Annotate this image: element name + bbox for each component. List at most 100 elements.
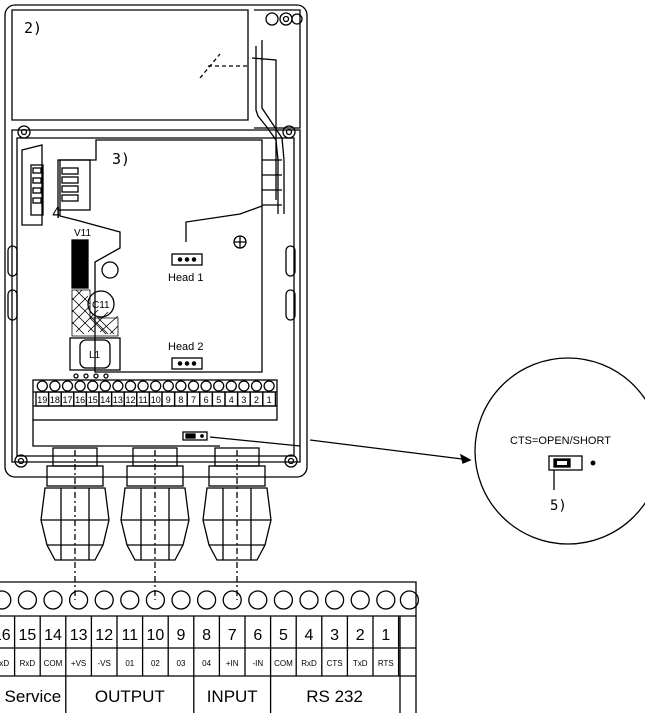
strip-terminal-screw bbox=[145, 590, 166, 610]
corner-screw-tr bbox=[282, 125, 296, 139]
board-terminal-screw bbox=[162, 380, 174, 392]
strip-terminal-number: 4 bbox=[305, 627, 314, 644]
strip-group-label: Service bbox=[5, 687, 62, 706]
board-terminal-number: 1 bbox=[267, 395, 272, 405]
strip-terminal-number: 1 bbox=[381, 627, 390, 644]
component-c11: C11 bbox=[92, 300, 110, 311]
strip-terminal-number: 3 bbox=[330, 627, 339, 644]
board-terminal-screw bbox=[175, 380, 187, 392]
strip-signal-label: RTS bbox=[378, 659, 394, 668]
corner-screw-tl bbox=[17, 125, 31, 139]
strip-terminal-screw bbox=[0, 590, 12, 610]
pcb-board bbox=[30, 139, 263, 441]
detail-leader bbox=[309, 439, 472, 464]
board-terminal-number: 4 bbox=[229, 395, 234, 405]
board-terminal-number: 2 bbox=[254, 395, 259, 405]
strip-signal-label: 02 bbox=[151, 659, 160, 668]
strip-terminal-screw bbox=[68, 590, 89, 610]
strip-terminal-number: 11 bbox=[121, 627, 138, 644]
board-terminal-screw bbox=[200, 380, 212, 392]
callout-5: 5) bbox=[550, 498, 567, 514]
board-terminal-number: 13 bbox=[113, 395, 123, 405]
board-terminal-number: 19 bbox=[37, 395, 47, 405]
strip-terminal-screw bbox=[120, 590, 140, 610]
strip-terminal-screw bbox=[376, 590, 396, 610]
strip-signal-label: RxD bbox=[20, 659, 36, 668]
board-terminal-number: 7 bbox=[191, 395, 196, 405]
strip-terminal-number: 7 bbox=[228, 627, 237, 644]
strip-signal-label: 01 bbox=[125, 659, 134, 668]
board-terminal-number: 18 bbox=[50, 395, 60, 405]
board-terminal-screw bbox=[225, 380, 237, 392]
jumper-label: CTS=OPEN/SHORT bbox=[510, 435, 611, 447]
strip-terminal-screw bbox=[399, 590, 420, 610]
board-terminal-screw bbox=[99, 380, 111, 392]
strip-signal-label: TxD bbox=[353, 659, 368, 668]
board-terminal-number: 12 bbox=[125, 395, 135, 405]
head-2-label: Head 2 bbox=[168, 341, 203, 353]
strip-terminal-number: 6 bbox=[253, 627, 262, 644]
board-terminal-number: 8 bbox=[178, 395, 183, 405]
board-terminal-screw bbox=[263, 380, 275, 392]
strip-terminal-screw bbox=[350, 590, 370, 610]
board-terminal-number: 6 bbox=[204, 395, 209, 405]
gland-lines bbox=[41, 488, 109, 560]
cable-glands bbox=[40, 447, 272, 600]
strip-terminal-number: 10 bbox=[147, 627, 165, 644]
strip-group-label: OUTPUT bbox=[95, 687, 165, 706]
board-terminal-number: 3 bbox=[241, 395, 246, 405]
strip-signal-label: COM bbox=[44, 659, 63, 668]
board-terminal-cell bbox=[262, 391, 277, 407]
callout-2: 2) bbox=[24, 19, 42, 37]
strip-signal-label: +VS bbox=[71, 659, 86, 668]
corner-screw-br bbox=[284, 454, 298, 468]
board-terminal-number: 11 bbox=[138, 395, 147, 405]
board-terminal-screw bbox=[74, 380, 86, 392]
strip-terminal-number: 16 bbox=[0, 627, 11, 644]
strip-signal-label: CTS bbox=[327, 659, 343, 668]
strip-signal-label: 03 bbox=[177, 659, 186, 668]
strip-terminal-number: 5 bbox=[279, 627, 288, 644]
board-terminal-screw bbox=[36, 380, 48, 392]
jumper-detail-circle bbox=[474, 357, 645, 545]
board-terminal-screw bbox=[213, 380, 225, 392]
strip-terminal-screw bbox=[196, 590, 217, 610]
board-terminal-number: 9 bbox=[166, 395, 171, 405]
callout-3: 3) bbox=[112, 150, 130, 168]
strip-terminal-screw bbox=[324, 590, 345, 610]
strip-terminal-screw bbox=[171, 590, 191, 610]
antenna-cable bbox=[185, 40, 285, 242]
board-terminal-screw bbox=[250, 380, 263, 392]
board-terminal-screw bbox=[238, 380, 250, 392]
component-l1: L1 bbox=[89, 350, 101, 361]
strip-signal-label: +IN bbox=[226, 659, 239, 668]
gland-lines bbox=[121, 488, 189, 560]
strip-terminal-screw bbox=[299, 590, 319, 610]
board-terminal-screw bbox=[87, 380, 99, 392]
strip-terminal-screw bbox=[17, 590, 38, 610]
gland-lines bbox=[203, 488, 271, 560]
gland-body bbox=[40, 487, 110, 561]
callout-4: 4 bbox=[52, 204, 61, 222]
corner-screw-bl bbox=[14, 454, 28, 468]
board-terminal-number: 14 bbox=[100, 395, 110, 405]
board-terminal-number: 16 bbox=[75, 395, 85, 405]
strip-terminal-number: 13 bbox=[70, 627, 88, 644]
gland-body bbox=[202, 487, 272, 561]
strip-terminal-screw bbox=[94, 590, 114, 610]
board-terminal-number: 5 bbox=[216, 395, 221, 405]
strip-terminal-number: 2 bbox=[356, 627, 365, 644]
board-terminal-screw bbox=[112, 380, 124, 392]
strip-signal-label: RxD bbox=[301, 659, 317, 668]
board-terminal-screw bbox=[137, 380, 149, 392]
strip-signal-label: -VS bbox=[98, 659, 111, 668]
strip-signal-label: COM bbox=[274, 659, 293, 668]
strip-terminal-number: 9 bbox=[177, 627, 186, 644]
strip-terminal-number: 14 bbox=[44, 627, 62, 644]
component-v11: V11 bbox=[74, 228, 91, 239]
strip-terminal-number: 15 bbox=[19, 627, 37, 644]
board-terminal-screw bbox=[150, 380, 162, 392]
board-terminal-screw bbox=[124, 380, 137, 392]
strip-signal-label: 04 bbox=[202, 659, 211, 668]
